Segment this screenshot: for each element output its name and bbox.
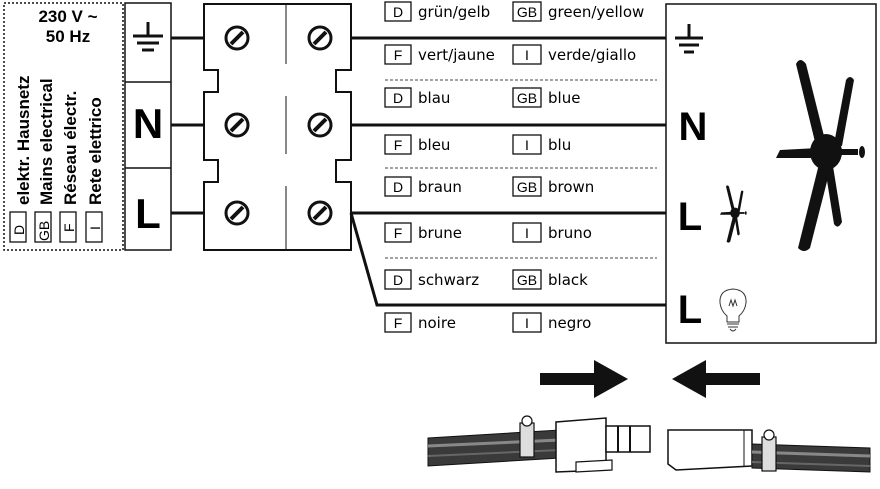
fan-box	[665, 3, 877, 344]
plug-icon	[427, 415, 651, 473]
supply-frequency: 50 Hz	[46, 27, 90, 46]
supply-box	[3, 2, 124, 251]
svg-text:Mains electrical: Mains electrical	[37, 78, 56, 205]
supply-code-f: F	[59, 211, 77, 243]
lang-code-gb: GB	[512, 269, 542, 290]
wire-live_fan-f: brune	[418, 224, 462, 242]
fan-live-label: L	[678, 195, 702, 239]
supply-label-f: Réseau électr.	[61, 91, 80, 205]
svg-text:GB: GB	[517, 90, 537, 106]
screw-icon	[224, 25, 250, 51]
svg-text:elektr. Hausnetz: elektr. Hausnetz	[14, 76, 33, 205]
earth-icon	[133, 22, 163, 52]
screw-icon	[224, 112, 250, 138]
wire-earth-d: grün/gelb	[418, 3, 490, 21]
light-live-label: L	[678, 288, 702, 332]
svg-text:GB: GB	[517, 4, 537, 20]
wire-live_fan-gb: brown	[548, 178, 594, 196]
svg-text:I: I	[525, 315, 529, 331]
lang-code-gb: GB	[512, 87, 542, 108]
svg-text:I: I	[525, 137, 529, 153]
earth-icon	[675, 24, 703, 54]
supply-label-gb: Mains electrical	[37, 78, 56, 205]
supply-code-gb: GB	[34, 211, 52, 243]
wire-earth-gb: green/yellow	[548, 3, 644, 21]
screw-icon	[307, 112, 333, 138]
supply-live-label: L	[135, 190, 161, 237]
svg-text:I: I	[87, 226, 103, 230]
lang-code-f: F	[384, 222, 412, 243]
wire-neutral-f: bleu	[418, 136, 450, 154]
wire-neutral-i: blu	[548, 136, 571, 154]
screw-icon	[224, 200, 250, 226]
lang-code-d: D	[384, 1, 412, 22]
lang-code-i: I	[512, 134, 542, 155]
terminal-block	[203, 3, 352, 251]
svg-text:I: I	[525, 47, 529, 63]
svg-text:D: D	[393, 272, 403, 288]
lang-code-f: F	[384, 312, 412, 333]
lang-code-i: I	[512, 222, 542, 243]
lang-code-d: D	[384, 176, 412, 197]
fan-icon	[776, 60, 865, 251]
supply-code-d: D	[9, 211, 27, 243]
lang-code-d: D	[384, 269, 412, 290]
svg-text:D: D	[393, 90, 403, 106]
svg-text:I: I	[525, 225, 529, 241]
wire-live-light-out	[349, 212, 666, 307]
fan-neutral-label: N	[679, 105, 708, 149]
screws	[224, 25, 333, 226]
supply-label-i: Rete elettrico	[86, 97, 105, 205]
svg-text:GB: GB	[517, 272, 537, 288]
lang-code-gb: GB	[512, 1, 542, 22]
lang-code-f: F	[384, 134, 412, 155]
bulb-icon	[719, 288, 747, 332]
svg-text:F: F	[394, 47, 403, 63]
svg-text:F: F	[394, 137, 403, 153]
svg-text:GB: GB	[517, 179, 537, 195]
wire-neutral-d: blau	[418, 89, 450, 107]
supply-voltage: 230 V ~	[38, 7, 97, 26]
wire-live_light-d: schwarz	[418, 271, 479, 289]
svg-text:D: D	[393, 4, 403, 20]
wire-live_light-i: negro	[548, 314, 591, 332]
lang-code-gb: GB	[512, 176, 542, 197]
arrow-right-icon	[540, 360, 628, 398]
wire-live_fan-i: bruno	[548, 224, 592, 242]
wire-earth-f: vert/jaune	[418, 46, 495, 64]
small-fan-icon	[720, 185, 747, 243]
screw-icon	[307, 200, 333, 226]
wire-live_fan-d: braun	[418, 178, 462, 196]
wire-live_light-gb: black	[548, 271, 588, 289]
supply-label-d: elektr. Hausnetz	[14, 76, 33, 205]
wire-live_light-f: noire	[418, 314, 456, 332]
svg-text:Réseau électr.: Réseau électr.	[61, 91, 80, 205]
svg-text:Rete elettrico: Rete elettrico	[86, 97, 105, 205]
arrow-left-icon	[672, 360, 760, 398]
wire-neutral-gb: blue	[548, 89, 580, 107]
lang-code-f: F	[384, 44, 412, 65]
lang-code-d: D	[384, 87, 412, 108]
supply-code-i: I	[85, 211, 103, 243]
wire-earth-i: verde/giallo	[548, 46, 636, 64]
svg-text:D: D	[11, 225, 27, 235]
socket-icon	[667, 429, 871, 473]
lang-code-i: I	[512, 44, 542, 65]
svg-text:GB: GB	[36, 221, 52, 241]
supply-neutral-label: N	[133, 100, 163, 147]
screw-icon	[307, 25, 333, 51]
lang-code-i: I	[512, 312, 542, 333]
svg-text:F: F	[394, 225, 403, 241]
svg-text:F: F	[394, 315, 403, 331]
svg-text:D: D	[393, 179, 403, 195]
svg-text:F: F	[61, 223, 77, 232]
